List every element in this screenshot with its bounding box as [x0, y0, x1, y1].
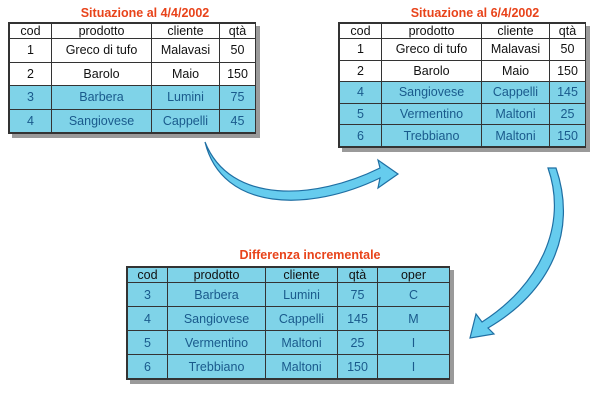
table-cell: 145: [337, 306, 378, 331]
column-header: prodotto: [51, 23, 152, 39]
table-cell: Trebbiano: [381, 124, 482, 147]
table-cell: 3: [9, 85, 52, 110]
table-cell: Vermentino: [381, 102, 482, 126]
table-cell: Sangiovese: [167, 306, 266, 331]
table-cell: Greco di tufo: [51, 38, 152, 63]
table-cell: Lumini: [265, 282, 338, 307]
table-cell: Cappelli: [481, 81, 550, 104]
table-cell: Malavasi: [151, 38, 220, 63]
bottom-title: Differenza incrementale: [239, 248, 381, 262]
table-cell: Maio: [481, 59, 550, 83]
column-header: prodotto: [381, 23, 482, 39]
table-cell: M: [377, 306, 450, 331]
table-cell: 150: [337, 354, 378, 379]
top-left-title: Situazione al 4/4/2002: [80, 6, 210, 20]
table-cell: Sangiovese: [381, 81, 482, 104]
table-cell: Maltoni: [265, 354, 338, 379]
table-cell: 150: [549, 124, 586, 147]
table-cell: Greco di tufo: [381, 38, 482, 61]
table-cell: Maio: [151, 61, 220, 86]
table-cell: 1: [9, 38, 52, 63]
table-cell: 25: [549, 102, 586, 126]
table-cell: 4: [9, 108, 52, 133]
table-cell: 45: [219, 108, 256, 133]
column-header: cliente: [265, 267, 338, 283]
table-cell: 4: [339, 81, 382, 104]
table-cell: 6: [127, 354, 168, 379]
table-cell: Maltoni: [481, 102, 550, 126]
table-cell: 1: [339, 38, 382, 61]
table-cell: 2: [339, 59, 382, 83]
table-cell: 2: [9, 61, 52, 86]
table-cell: 5: [127, 330, 168, 355]
table-cell: Barbera: [51, 85, 152, 110]
table-cell: Cappelli: [151, 108, 220, 133]
top-right-title: Situazione al 6/4/2002: [410, 6, 540, 20]
table-cell: Maltoni: [481, 124, 550, 147]
column-header: oper: [377, 267, 450, 283]
table-cell: Barolo: [51, 61, 152, 86]
column-header: prodotto: [167, 267, 266, 283]
curved-arrow-right-icon: [204, 141, 400, 201]
table-cell: Trebbiano: [167, 354, 266, 379]
table-cell: Vermentino: [167, 330, 266, 355]
column-header: cod: [127, 267, 168, 283]
column-header: qtà: [219, 23, 256, 39]
table-cell: 50: [219, 38, 256, 63]
table-cell: Lumini: [151, 85, 220, 110]
table-cell: Cappelli: [265, 306, 338, 331]
column-header: cod: [339, 23, 382, 39]
table-cell: Barbera: [167, 282, 266, 307]
column-header: qtà: [549, 23, 586, 39]
column-header: cliente: [481, 23, 550, 39]
table-cell: 3: [127, 282, 168, 307]
table-cell: 150: [219, 61, 256, 86]
table-cell: Sangiovese: [51, 108, 152, 133]
column-header: qtà: [337, 267, 378, 283]
table-cell: 75: [219, 85, 256, 110]
table-cell: 50: [549, 38, 586, 61]
curved-arrow-down-icon: [469, 167, 564, 339]
column-header: cliente: [151, 23, 220, 39]
table-cell: I: [377, 354, 450, 379]
column-header: cod: [9, 23, 52, 39]
table-cell: C: [377, 282, 450, 307]
